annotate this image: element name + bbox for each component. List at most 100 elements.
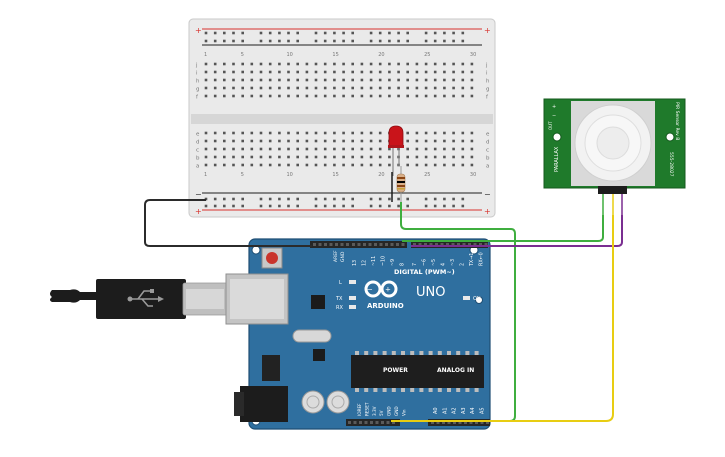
breadboard-hole xyxy=(296,62,299,66)
breadboard-hole xyxy=(278,70,281,74)
breadboard-hole xyxy=(406,94,409,98)
breadboard-hole xyxy=(314,78,318,82)
header-pin xyxy=(324,243,327,246)
breadboard-column-number: 25 xyxy=(424,52,430,58)
reset-button[interactable] xyxy=(266,252,278,264)
capacitor-1 xyxy=(301,390,325,414)
analog-pin-label: A3 xyxy=(461,407,467,414)
breadboard-hole xyxy=(296,94,299,98)
breadboard-hole xyxy=(452,86,455,90)
breadboard-hole xyxy=(323,39,327,43)
pir-pin-label-out: OUT xyxy=(548,121,553,130)
breadboard-hole xyxy=(351,155,354,159)
led-on-label: ON xyxy=(473,296,481,302)
breadboard-hole xyxy=(388,31,391,35)
breadboard-hole xyxy=(333,62,336,66)
power-pin-label: Vin xyxy=(401,409,406,416)
header-pin xyxy=(480,421,484,424)
breadboard-hole xyxy=(369,131,373,135)
breadboard-hole xyxy=(369,39,373,43)
header-pin xyxy=(447,421,451,424)
breadboard-hole xyxy=(342,131,345,135)
breadboard-hole xyxy=(287,131,290,135)
breadboard-hole xyxy=(378,39,382,43)
breadboard-hole xyxy=(287,163,290,167)
chip-pin xyxy=(382,388,387,392)
breadboard-hole xyxy=(342,39,345,43)
breadboard-hole xyxy=(259,155,263,159)
breadboard-hole xyxy=(388,78,391,82)
resistor-band-2 xyxy=(397,181,405,183)
wire-purple-signal[interactable] xyxy=(411,215,623,247)
breadboard-hole xyxy=(470,86,474,90)
breadboard-row-letter: c xyxy=(196,148,199,154)
header-pin xyxy=(385,243,388,246)
breadboard-hole xyxy=(241,163,244,167)
breadboard-hole xyxy=(323,131,327,135)
breadboard-row-letter: g xyxy=(486,87,490,93)
breadboard-row-letter: i xyxy=(486,71,488,77)
resistor[interactable] xyxy=(391,166,406,202)
breadboard-hole xyxy=(333,139,336,143)
led-on xyxy=(463,296,470,300)
breadboard-hole xyxy=(351,86,354,90)
breadboard-hole xyxy=(314,139,318,143)
breadboard-column-number: 5 xyxy=(241,172,244,178)
breadboard-hole xyxy=(250,155,254,159)
breadboard-hole xyxy=(406,204,409,208)
breadboard-hole xyxy=(397,94,400,98)
wire-green-pir[interactable] xyxy=(402,215,604,242)
breadboard-hole xyxy=(424,62,428,66)
breadboard-hole xyxy=(241,86,244,90)
pir-sensor[interactable]: PARALLAX PIR Sensor Rev B 555-28027 + − … xyxy=(543,98,686,215)
breadboard-hole xyxy=(333,163,336,167)
breadboard-hole xyxy=(223,78,226,82)
breadboard-hole xyxy=(204,147,208,151)
arduino-uno[interactable]: L TX RX ON − + ARDUINO UNO DIGITAL (PWM~… xyxy=(225,238,491,430)
breadboard-hole xyxy=(250,86,254,90)
usb-cable[interactable] xyxy=(50,279,230,319)
header-pin xyxy=(318,243,322,246)
rail-plus-label-bottom: + xyxy=(195,207,202,216)
breadboard-hole xyxy=(433,86,437,90)
chip-pin xyxy=(401,388,405,392)
breadboard-hole xyxy=(433,31,437,35)
header-pin xyxy=(353,421,357,424)
header-pin xyxy=(429,243,433,246)
chip-pin xyxy=(410,351,415,355)
breadboard-hole xyxy=(314,204,318,208)
breadboard-hole xyxy=(452,78,455,82)
breadboard-hole xyxy=(323,31,327,35)
dc-power-jack xyxy=(240,386,288,422)
breadboard-hole xyxy=(415,94,419,98)
usb-icon-arrow xyxy=(158,296,164,302)
red-led[interactable] xyxy=(388,125,404,176)
breadboard-hole xyxy=(470,139,474,143)
breadboard-row-letter: d xyxy=(486,140,490,146)
header-pin xyxy=(424,243,427,246)
arduino-logo-icon xyxy=(364,280,398,298)
pir-pin-label-minus: − xyxy=(552,113,556,119)
led-rim xyxy=(388,145,404,148)
breadboard-hole xyxy=(452,147,455,151)
breadboard-hole xyxy=(461,86,465,90)
breadboard-hole xyxy=(333,197,336,201)
breadboard-hole xyxy=(305,86,309,90)
usb-icon-dot xyxy=(127,296,133,302)
header-pin xyxy=(413,243,416,246)
power-pin-label: IOREF xyxy=(357,403,362,416)
wire-black-gnd[interactable] xyxy=(144,199,312,247)
breadboard-hole xyxy=(268,94,272,98)
breadboard-hole xyxy=(296,139,299,143)
header-pin xyxy=(464,421,467,424)
breadboard-hole xyxy=(452,131,455,135)
breadboard-hole xyxy=(241,131,244,135)
breadboard-column-number: 20 xyxy=(378,52,384,58)
wire-yellow-5v[interactable] xyxy=(391,215,614,422)
breadboard-hole xyxy=(323,204,327,208)
breadboard-hole xyxy=(342,70,345,74)
breadboard-hole xyxy=(424,31,428,35)
wire-green-led[interactable] xyxy=(396,202,516,422)
breadboard-hole xyxy=(259,70,263,74)
